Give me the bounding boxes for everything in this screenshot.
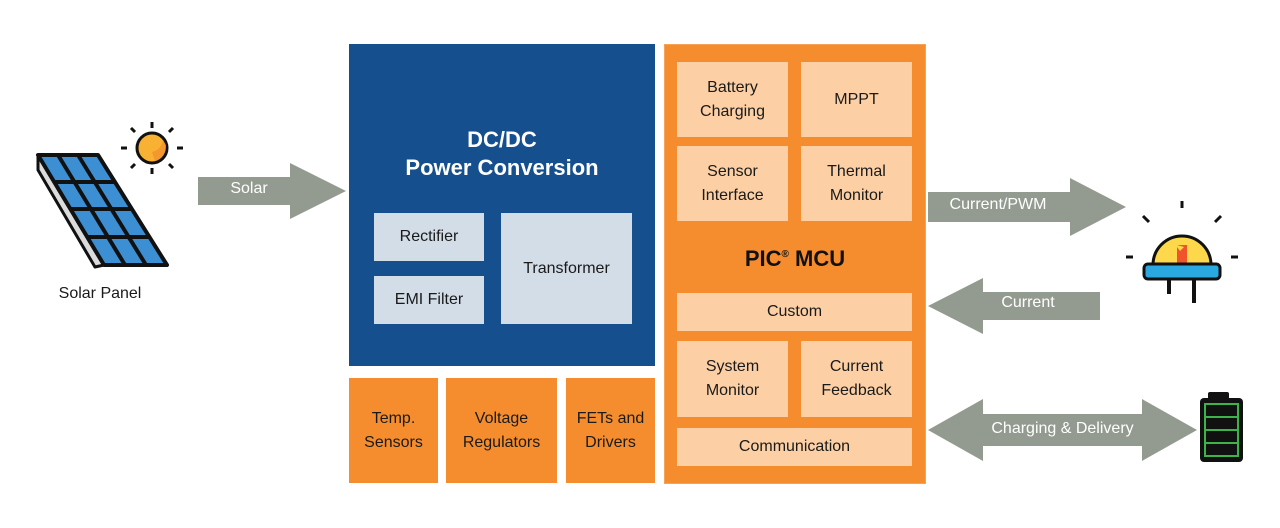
current-feedback-block: Current Feedback — [801, 341, 912, 417]
current-feedback-line2: Feedback — [821, 382, 892, 399]
communication-label: Communication — [738, 438, 851, 455]
solar-panel-label: Solar Panel — [58, 285, 142, 302]
rectifier-label: Rectifier — [399, 228, 459, 245]
current-arrow — [928, 278, 1100, 334]
thermal-monitor-line1: Thermal — [827, 162, 886, 180]
voltage-regulators-line2: Regulators — [462, 433, 541, 451]
fets-drivers-line2: Drivers — [585, 433, 636, 451]
mppt-block: MPPT — [801, 62, 912, 137]
emi-filter-block: EMI Filter — [374, 276, 484, 324]
battery-icon — [1200, 392, 1243, 462]
voltage-regulators-block: Voltage Regulators — [446, 378, 557, 483]
system-monitor-line2: Monitor — [705, 382, 760, 399]
system-monitor-block: System Monitor — [677, 341, 788, 417]
emi-filter-label: EMI Filter — [394, 291, 464, 308]
current-arrow-label: Current — [1001, 294, 1055, 311]
system-monitor-line1: System — [705, 358, 760, 375]
sun-icon — [121, 122, 183, 174]
sensor-interface-block: Sensor Interface — [677, 146, 788, 221]
fets-drivers-line1: FETs and — [576, 409, 645, 427]
current-feedback-line1: Current — [829, 358, 884, 375]
sensor-interface-line1: Sensor — [707, 162, 758, 180]
dcdc-title: DC/DC Power Conversion — [349, 126, 655, 182]
communication-block: Communication — [677, 428, 912, 466]
temp-sensors-block: Temp. Sensors — [349, 378, 438, 483]
transformer-block: Transformer — [501, 213, 632, 324]
thermal-monitor-line2: Monitor — [829, 186, 884, 204]
mcu-title-pic: PIC — [744, 246, 782, 271]
led-icon — [1126, 201, 1238, 303]
battery-charging-line1: Battery — [707, 78, 758, 96]
solar-panel-icon — [36, 153, 169, 269]
voltage-regulators-line1: Voltage — [474, 409, 529, 427]
custom-label: Custom — [766, 303, 823, 320]
temp-sensors-line2: Sensors — [364, 433, 423, 451]
solar-arrow-label: Solar — [230, 180, 268, 197]
charging-delivery-arrow — [928, 399, 1197, 461]
custom-block: Custom — [677, 293, 912, 331]
thermal-monitor-block: Thermal Monitor — [801, 146, 912, 221]
fets-drivers-block: FETs and Drivers — [566, 378, 655, 483]
current-pwm-arrow-label: Current/PWM — [949, 196, 1047, 213]
battery-charging-block: Battery Charging — [677, 62, 788, 137]
battery-charging-line2: Charging — [700, 102, 765, 120]
current-pwm-arrow — [928, 178, 1126, 236]
mcu-title-suffix: MCU — [788, 246, 846, 271]
solar-arrow — [198, 163, 346, 219]
mppt-label: MPPT — [834, 90, 879, 108]
dcdc-title-line1: DC/DC — [467, 127, 537, 152]
sensor-interface-line2: Interface — [701, 186, 764, 204]
dcdc-title-line2: Power Conversion — [405, 155, 599, 180]
charging-delivery-arrow-label: Charging & Delivery — [991, 420, 1134, 437]
rectifier-block: Rectifier — [374, 213, 484, 261]
temp-sensors-line1: Temp. — [371, 409, 416, 427]
mcu-title: PIC® MCU — [664, 246, 926, 272]
registered-mark: ® — [781, 249, 789, 260]
transformer-label: Transformer — [523, 259, 610, 277]
